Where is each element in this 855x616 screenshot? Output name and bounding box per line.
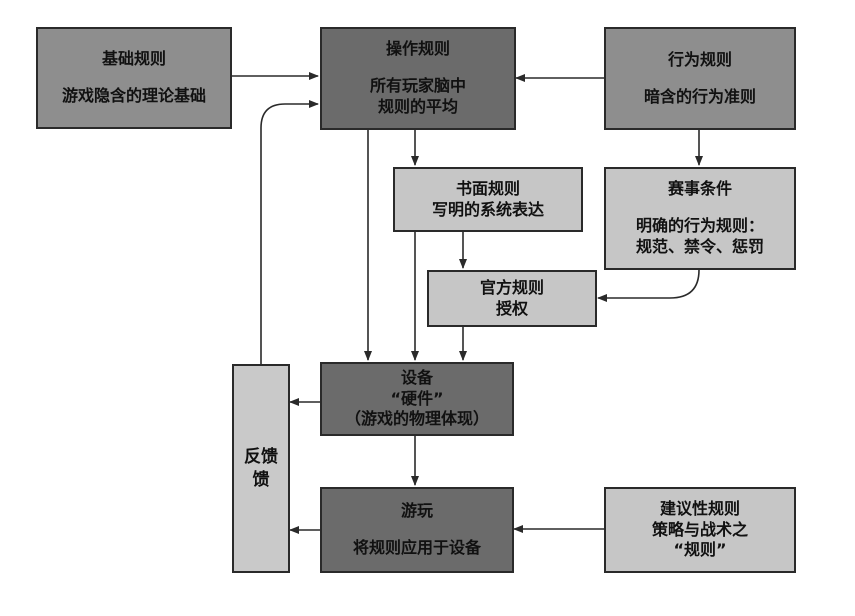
node-written-rules: 书面规则 写明的系统表达: [393, 167, 583, 232]
node-advisory-rules-title: 建议性规则: [659, 498, 740, 518]
node-tournament-conditions: 赛事条件 明确的行为规则： 规范、禁令、惩罚: [604, 167, 796, 270]
node-device-title: 设备: [400, 367, 433, 387]
node-advisory-rules-line1: 策略与战术之: [651, 519, 748, 539]
node-play-title: 游玩: [400, 501, 433, 521]
node-behavior-rules-title: 行为规则: [667, 49, 732, 69]
node-basic-rules-desc: 游戏隐含的理论基础: [61, 86, 206, 105]
node-play: 游玩 将规则应用于设备: [320, 487, 514, 573]
node-advisory-rules: 建议性规则 策略与战术之 “规则”: [604, 487, 796, 573]
node-behavior-rules-desc: 暗含的行为准则: [643, 86, 756, 106]
edge-feedback-to-operate: [260, 100, 319, 364]
node-operational-rules-line2: 规则的平均: [377, 96, 458, 116]
node-device: 设备 “硬件” （游戏的物理体现）: [320, 362, 514, 436]
node-tournament-conditions-title: 赛事条件: [667, 179, 732, 199]
node-operational-rules: 操作规则 所有玩家脑中 规则的平均: [320, 27, 516, 130]
node-advisory-rules-line2: “规则”: [673, 540, 727, 560]
node-operational-rules-title: 操作规则: [385, 39, 450, 59]
node-basic-rules: 基础规则 游戏隐含的理论基础: [36, 27, 232, 129]
node-tournament-conditions-line1: 明确的行为规则：: [635, 216, 764, 236]
node-device-line1: “硬件”: [390, 388, 444, 408]
node-official-rules: 官方规则 授权: [427, 270, 597, 327]
node-feedback-title: 反馈: [244, 446, 278, 467]
node-basic-rules-title: 基础规则: [101, 49, 166, 69]
edge-tournament-to-official: [597, 269, 700, 302]
node-written-rules-desc: 写明的系统表达: [431, 199, 544, 219]
node-operational-rules-line1: 所有玩家脑中: [369, 76, 466, 96]
node-feedback-line1: 馈: [252, 469, 270, 490]
node-device-line2: （游戏的物理体现）: [344, 409, 489, 429]
node-behavior-rules: 行为规则 暗含的行为准则: [604, 27, 796, 130]
node-play-desc: 将规则应用于设备: [352, 538, 481, 557]
node-feedback: 反馈 馈: [232, 364, 290, 573]
node-official-rules-desc: 授权: [495, 298, 528, 318]
node-tournament-conditions-line2: 规范、禁令、惩罚: [635, 236, 764, 256]
node-official-rules-title: 官方规则: [479, 277, 544, 297]
node-written-rules-title: 书面规则: [455, 178, 520, 198]
